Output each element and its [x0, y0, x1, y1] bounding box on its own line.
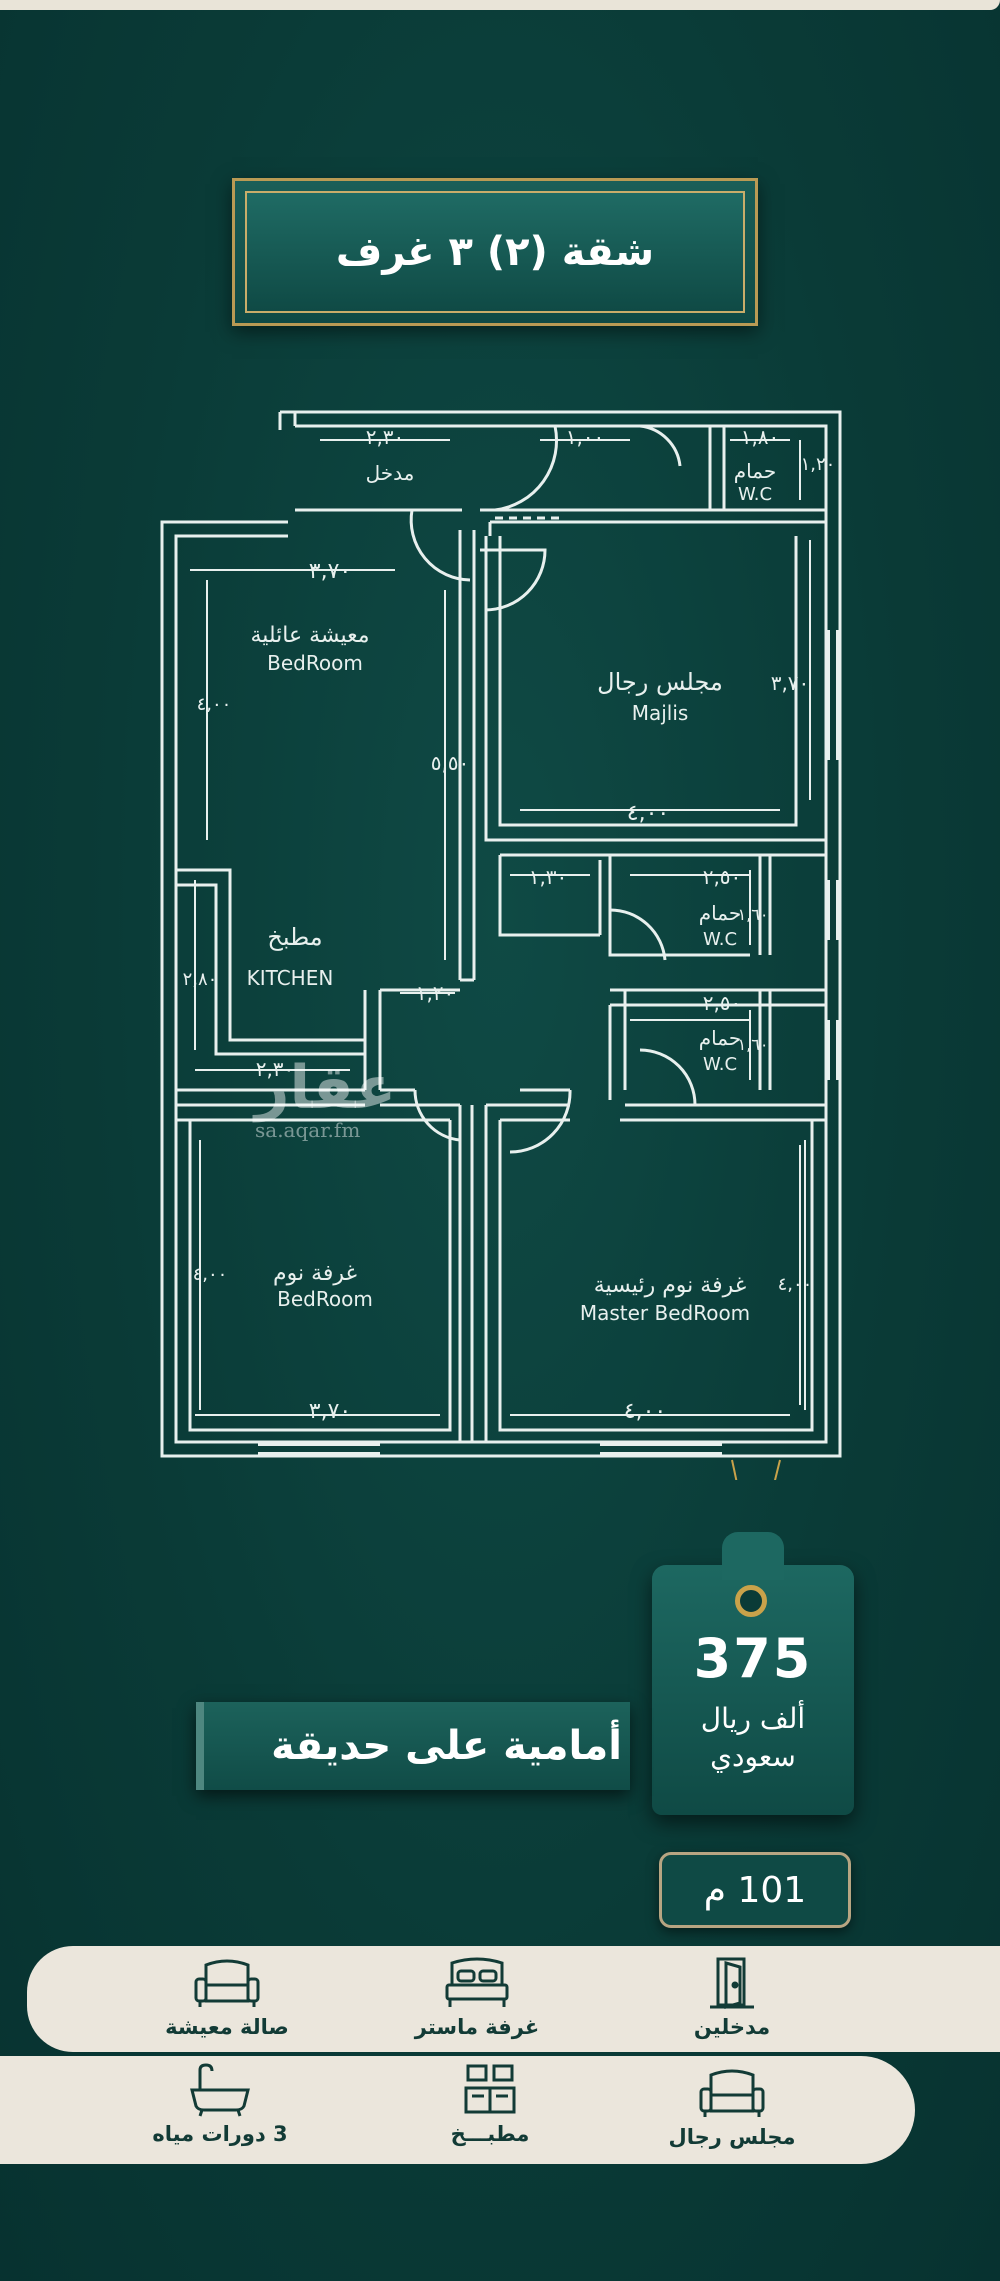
room-living-ar: معيشة عائلية: [250, 623, 369, 648]
dim-550: ٥,٥٠: [431, 751, 470, 775]
dim-400-bed: ٤,٠٠: [193, 1264, 228, 1285]
amenities-row-1: [27, 1946, 1000, 2052]
price-unit-line2: سعودي: [710, 1740, 796, 1773]
watermark-brand: عقار: [255, 1053, 397, 1123]
amenity-entrances: مدخلين: [652, 1955, 812, 2039]
room-bed-en: BedRoom: [277, 1287, 373, 1311]
amenity-label: صالة معيشة: [165, 2015, 289, 2039]
dim-400-majlis: ٤,٠٠: [627, 801, 669, 826]
amenity-living-room: صالة معيشة: [147, 1955, 307, 2039]
price-value: 375: [693, 1627, 813, 1690]
wc1-en: W.C: [738, 484, 772, 505]
dim-120v: ١,٢٠: [801, 454, 836, 475]
room-master-ar: غرفة نوم رئيسية: [594, 1273, 747, 1298]
dim-180: ١,٨٠: [741, 425, 780, 449]
room-kitchen-ar: مطبخ: [267, 923, 322, 951]
bathtub-icon: [190, 2063, 250, 2117]
dim-120: ١,٢٠: [416, 981, 455, 1005]
dim-400b: ٤,٠٠: [624, 1399, 666, 1424]
dim-280: ٢,٨٠: [183, 969, 218, 990]
dim-230: ٢,٣٠: [366, 425, 405, 449]
room-living-en: BedRoom: [267, 651, 363, 675]
room-entrance-ar: مدخل: [366, 461, 415, 485]
dim-130: ١,٣٠: [529, 865, 568, 889]
floor-plan: ٢,٣٠ ١,٠٠ ١,٨٠ ١,٢٠ مدخل حمام W.C ٣,٧٠ م…: [160, 410, 842, 1480]
kitchen-icon: [464, 2064, 516, 2114]
room-kitchen-en: KITCHEN: [247, 966, 334, 990]
dim-250a: ٢,٥٠: [703, 865, 742, 889]
area-label: 101 م: [703, 1869, 807, 1911]
bed-icon: [445, 1957, 509, 2007]
wc3-ar: حمام: [699, 1026, 741, 1050]
feature-label: أمامية على حديقة: [271, 1723, 622, 1769]
room-majlis-ar: مجلس رجال: [597, 668, 723, 696]
title-banner: شقة (٢) ٣ غرف: [232, 178, 758, 326]
wc2-ar: حمام: [699, 901, 741, 925]
amenity-label: مطبـــخ: [450, 2122, 530, 2146]
dim-400-master: ٤,٠٠: [778, 1274, 813, 1295]
dim-160b: ١,٦٠: [738, 1035, 769, 1054]
room-majlis-en: Majlis: [632, 701, 689, 725]
price-unit-line1: ألف ريال: [700, 1702, 806, 1735]
dim-230b: ٢,٣٠: [256, 1057, 295, 1081]
wc1-ar: حمام: [734, 459, 776, 483]
door-icon: [710, 1957, 754, 2009]
watermark-url: sa.aqar.fm: [255, 1118, 361, 1142]
sofa-icon: [699, 2069, 765, 2117]
top-strip: [0, 0, 1000, 10]
area-badge: 101 م: [659, 1852, 851, 1928]
room-bed-ar: غرفة نوم: [273, 1261, 357, 1286]
amenity-label: 3 دورات مياه: [152, 2122, 288, 2146]
sofa-icon: [194, 1959, 260, 2007]
amenity-label: مدخلين: [693, 2015, 771, 2039]
amenity-bathrooms: 3 دورات مياه: [140, 2062, 300, 2146]
watermark: عقار sa.aqar.fm: [255, 1058, 396, 1142]
dim-370v: ٣,٧٠: [771, 671, 810, 695]
room-master-en: Master BedRoom: [580, 1301, 750, 1325]
dim-370: ٣,٧٠: [309, 559, 351, 584]
amenity-label: غرفة ماستر: [414, 2015, 540, 2039]
amenity-kitchen: مطبـــخ: [410, 2062, 570, 2146]
wc3-en: W.C: [703, 1054, 737, 1075]
dim-160a: ١,٦٠: [738, 905, 769, 924]
dim-250b: ٢,٥٠: [703, 991, 742, 1015]
dim-100: ١,٠٠: [566, 425, 605, 449]
tag-ring-icon: [735, 1585, 767, 1617]
apartment-title: شقة (٢) ٣ غرف: [335, 229, 655, 275]
feature-banner: أمامية على حديقة: [196, 1702, 630, 1790]
dim-370b: ٣,٧٠: [309, 1399, 351, 1424]
amenity-master-room: غرفة ماستر: [397, 1955, 557, 2039]
amenity-majlis: مجلس رجال: [652, 2065, 812, 2149]
amenity-label: مجلس رجال: [668, 2125, 796, 2149]
wc2-en: W.C: [703, 929, 737, 950]
dim-400-left: ٤,٠٠: [197, 694, 232, 715]
